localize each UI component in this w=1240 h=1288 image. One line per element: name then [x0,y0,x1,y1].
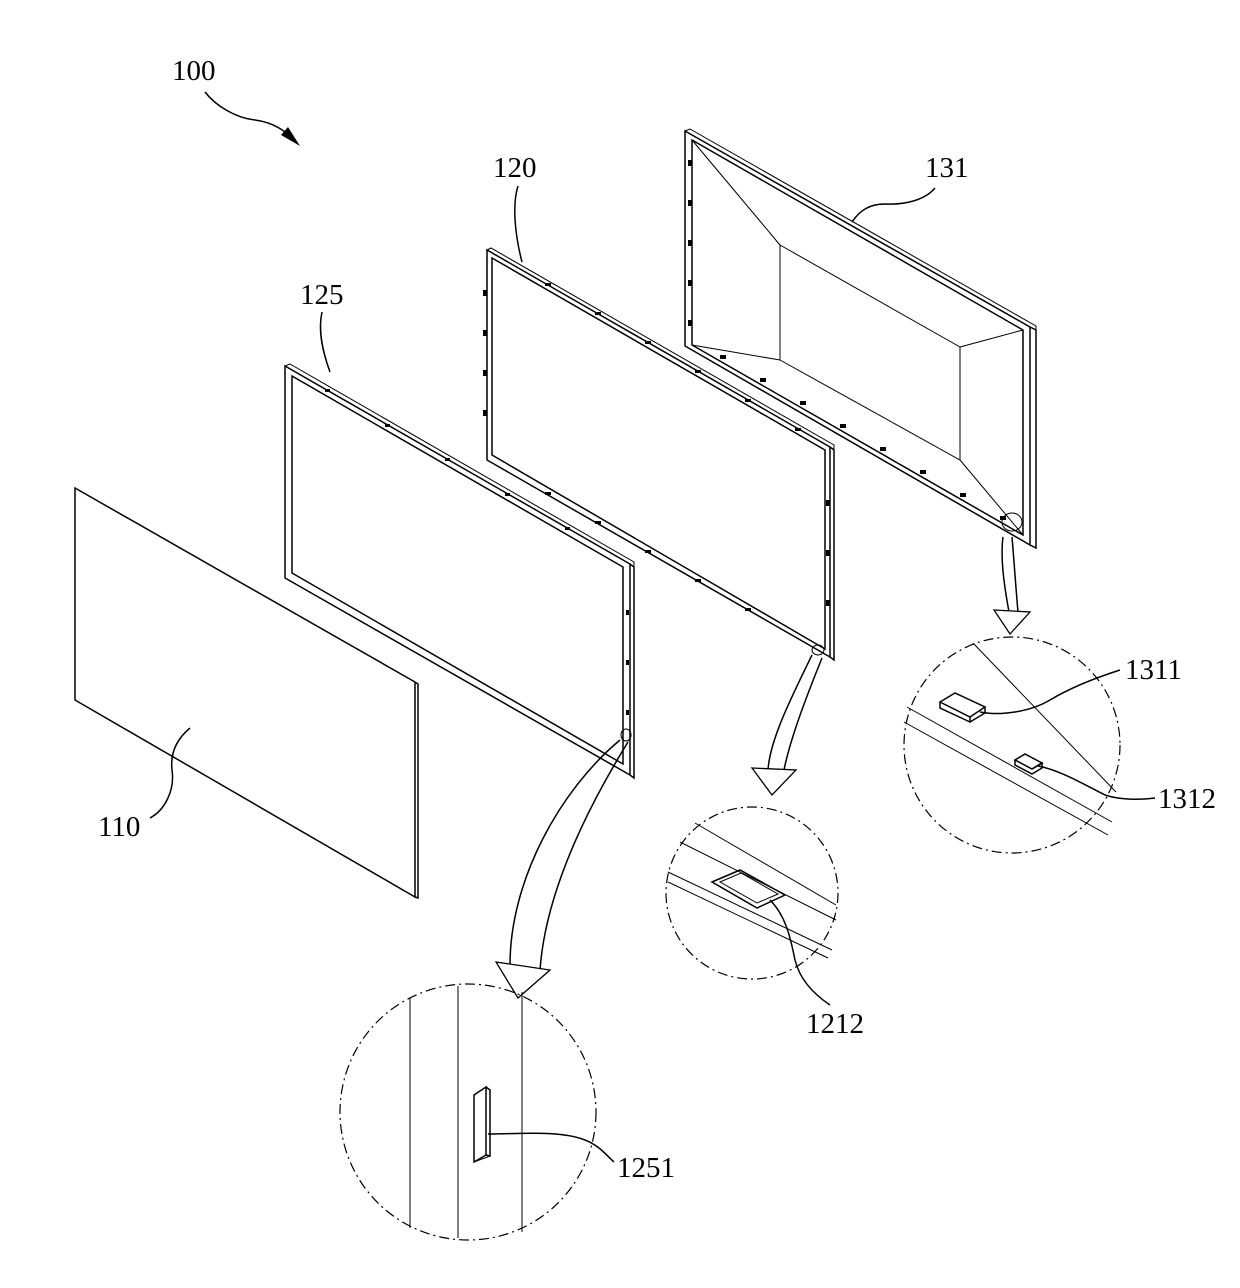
label-1311: 1311 [1125,654,1182,686]
label-100: 100 [172,55,216,87]
clip-1311 [940,693,985,722]
arrowhead-100 [281,127,300,146]
frame-120-clips [483,283,830,611]
detail-arrow-120 [752,655,822,795]
detail-arrow-131 [994,537,1030,634]
back-cover-131 [685,129,1036,548]
detail-circle-125 [340,984,596,1240]
label-125: 125 [300,279,344,311]
label-131: 131 [925,152,969,184]
label-1251: 1251 [617,1152,675,1184]
leader-1251 [488,1133,614,1162]
leader-1311 [980,670,1120,714]
detail-circle-131 [904,637,1120,853]
back-cover-clips [688,160,1006,520]
leader-125 [320,312,330,372]
label-1212: 1212 [806,1008,864,1040]
detail-arrow-125 [496,740,628,998]
label-120: 120 [493,152,537,184]
frame-125 [285,364,634,778]
leader-131 [852,188,935,222]
frame-120 [483,248,834,660]
leader-120 [515,186,522,262]
detail-circle-120 [666,807,838,979]
frame-125-clips [325,389,629,715]
label-110: 110 [98,811,140,843]
tab-1251 [474,1087,490,1162]
slot-1312 [1015,754,1042,774]
label-1312: 1312 [1158,783,1216,815]
leader-1212 [770,900,830,1005]
leader-100 [205,92,292,138]
leader-110 [150,728,190,818]
